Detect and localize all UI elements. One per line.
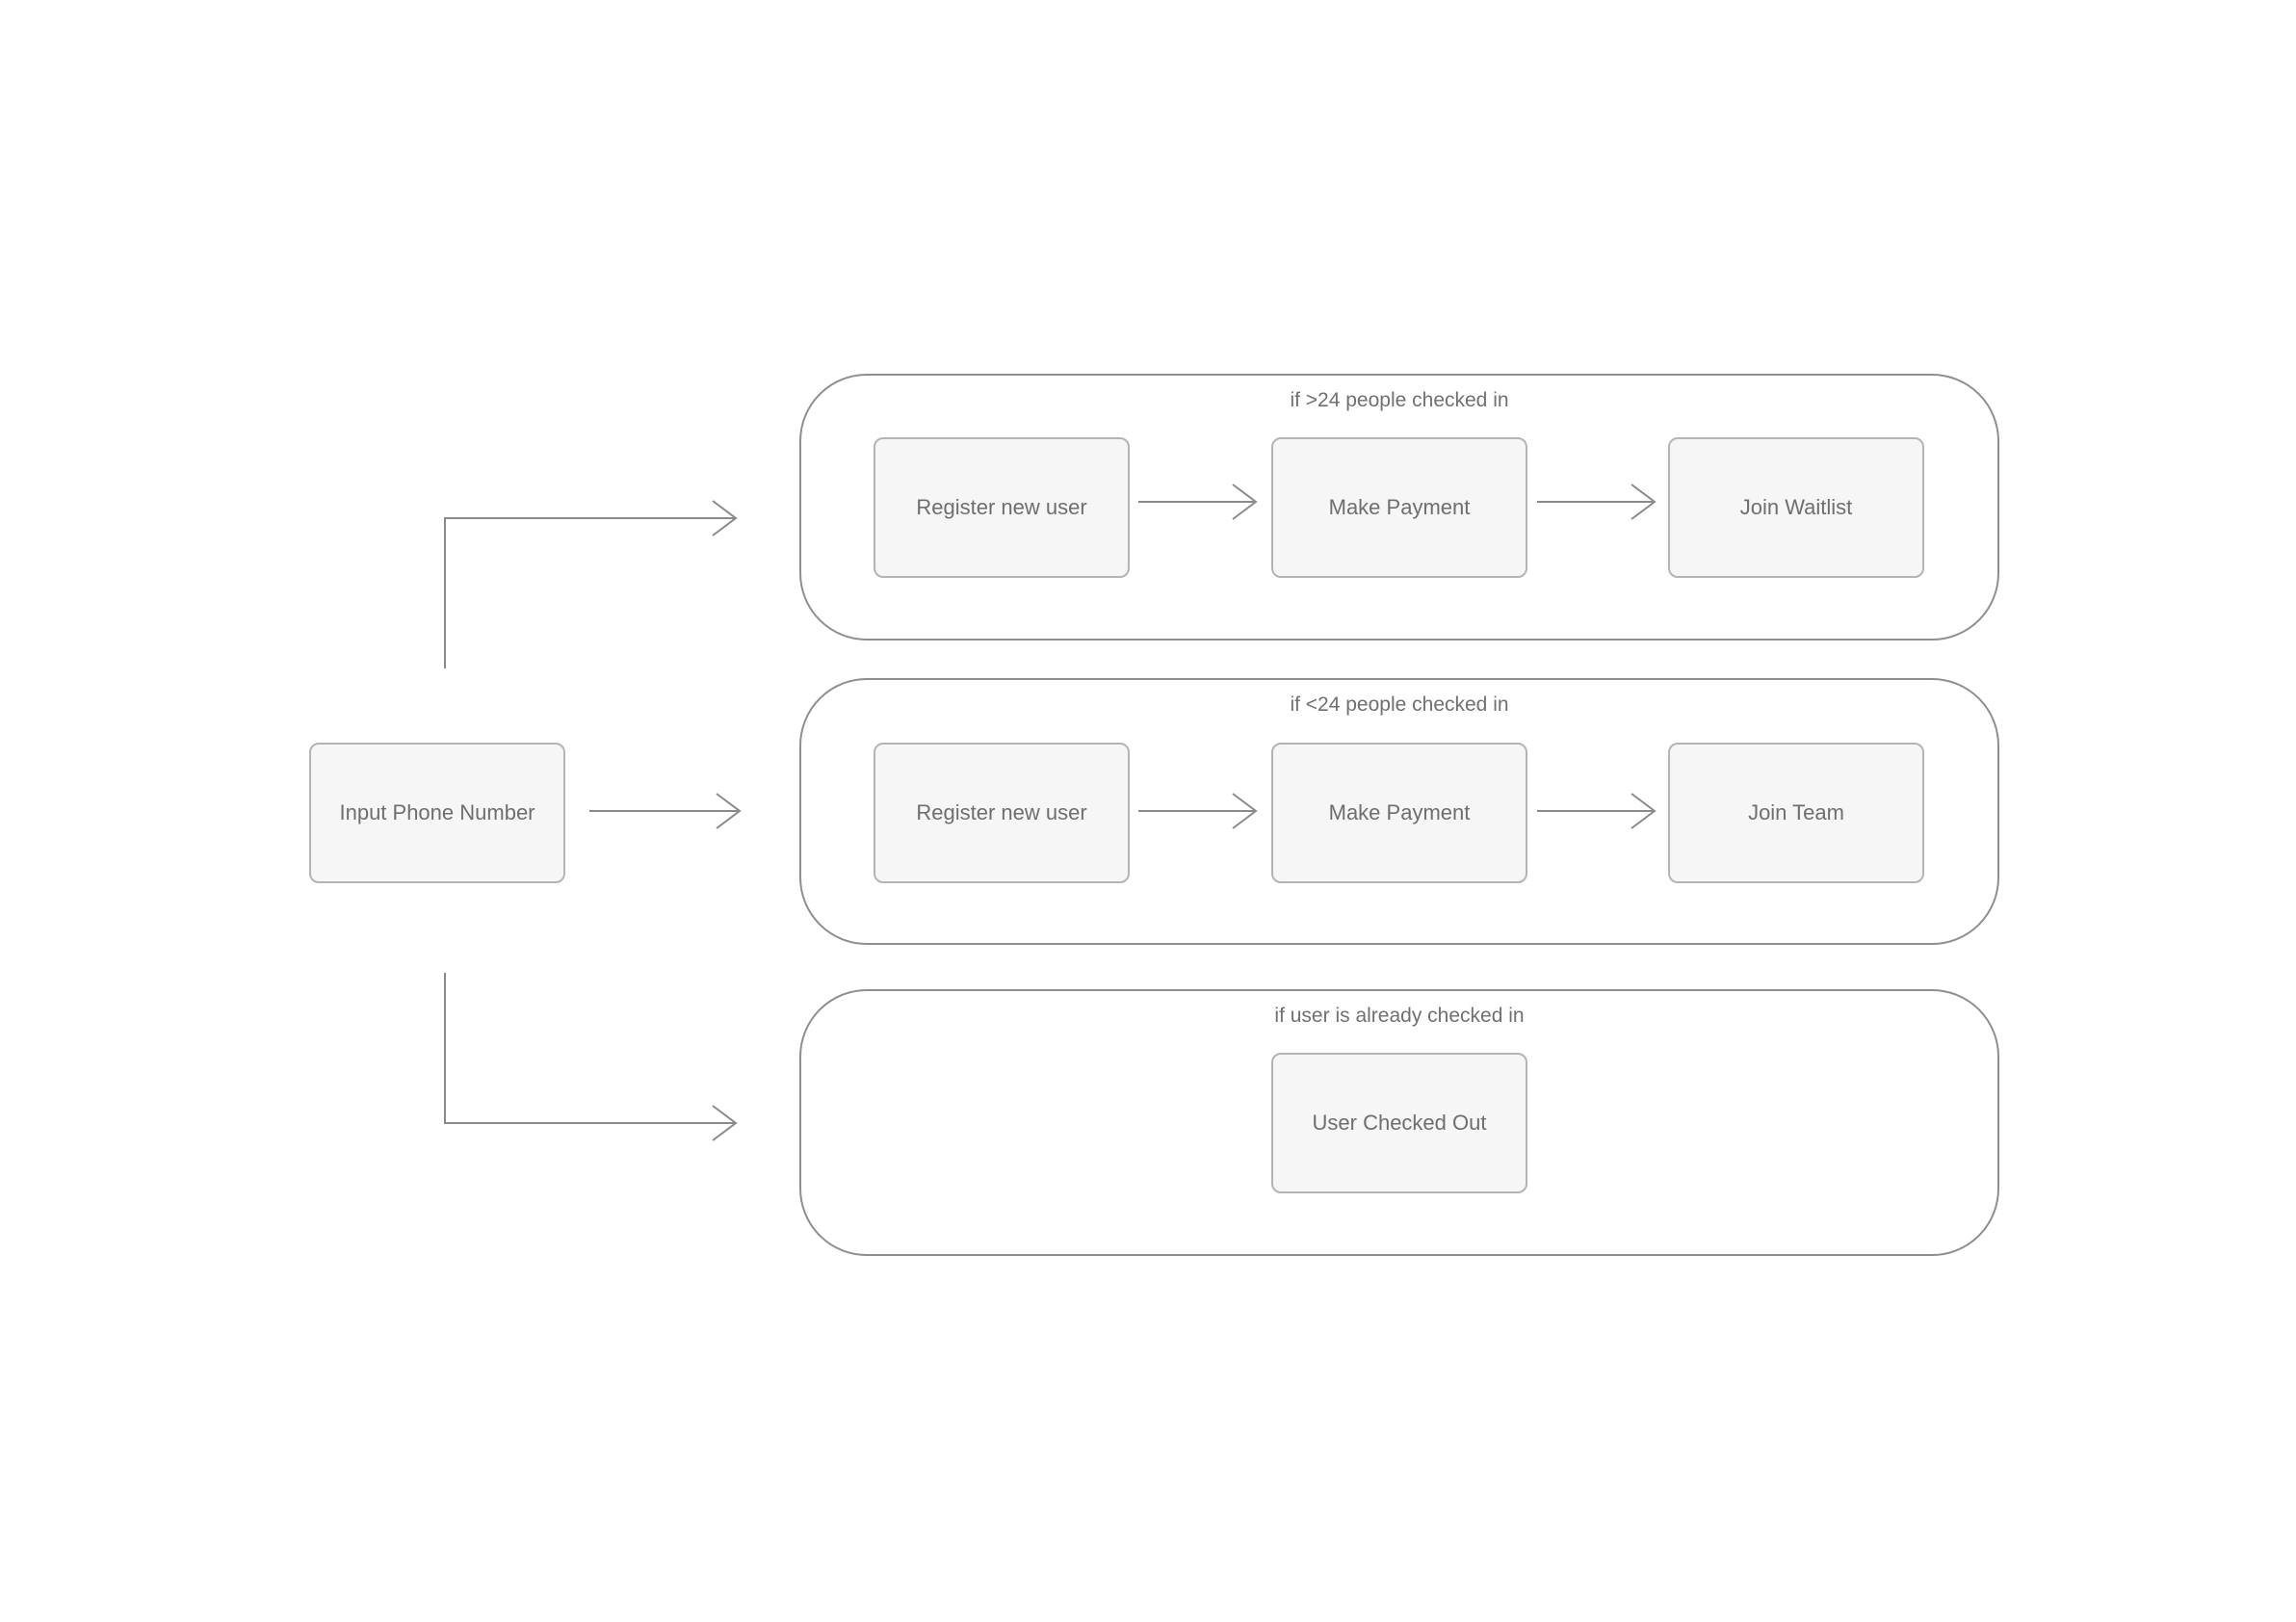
- make-payment-node-middle[interactable]: Make Payment: [1271, 743, 1527, 883]
- arrowhead-start-to-team-group: [716, 793, 742, 829]
- join-waitlist-node[interactable]: Join Waitlist: [1668, 437, 1924, 578]
- node-label: Join Waitlist: [1739, 495, 1853, 519]
- group-condition-label: if <24 people checked in: [1290, 693, 1509, 716]
- node-label: Make Payment: [1328, 800, 1471, 824]
- register-new-user-node-middle[interactable]: Register new user: [874, 743, 1130, 883]
- arrow-start-to-waitlist-group: [444, 517, 734, 668]
- node-label: Join Team: [1748, 800, 1844, 824]
- input-phone-number-node[interactable]: Input Phone Number: [309, 743, 565, 883]
- node-label: Register new user: [916, 800, 1087, 824]
- arrowhead-start-to-waitlist-group: [712, 500, 738, 536]
- user-checked-out-node[interactable]: User Checked Out: [1271, 1053, 1527, 1193]
- arrow-start-to-checked-in-group: [444, 973, 734, 1124]
- node-label: Make Payment: [1328, 495, 1471, 519]
- group-condition-label: if user is already checked in: [1274, 1005, 1525, 1027]
- node-label: Input Phone Number: [339, 800, 535, 824]
- arrowhead-start-to-checked-in-group: [712, 1105, 738, 1141]
- group-under-24-checked-in: if <24 people checked in: [799, 678, 1999, 945]
- join-team-node[interactable]: Join Team: [1668, 743, 1924, 883]
- group-over-24-checked-in: if >24 people checked in: [799, 374, 1999, 641]
- group-condition-label: if >24 people checked in: [1290, 389, 1509, 411]
- node-label: User Checked Out: [1312, 1111, 1487, 1135]
- node-label: Register new user: [916, 495, 1087, 519]
- group-already-checked-in: if user is already checked in: [799, 989, 1999, 1256]
- make-payment-node-top[interactable]: Make Payment: [1271, 437, 1527, 578]
- register-new-user-node-top[interactable]: Register new user: [874, 437, 1130, 578]
